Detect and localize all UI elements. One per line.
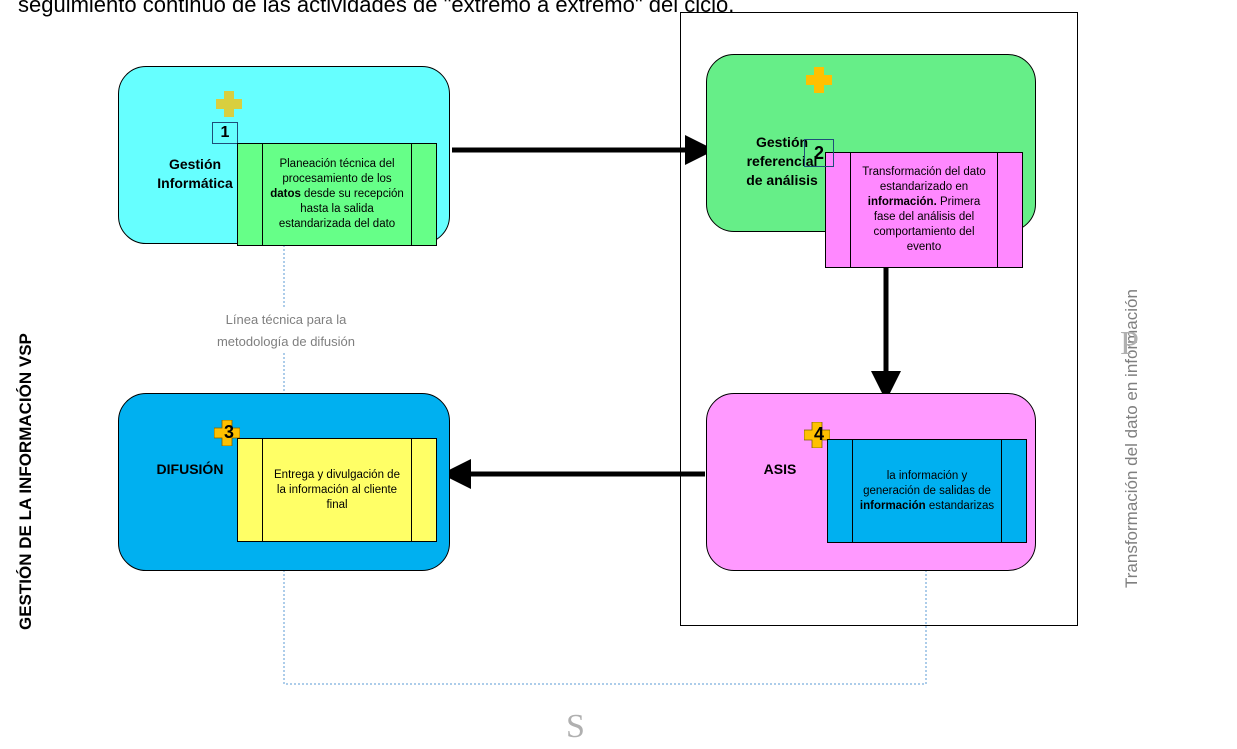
process-1: Planeación técnica del procesamiento de … [237,143,437,246]
step-number-4: 4 [813,424,824,444]
step-number-3: 3 [223,422,234,442]
box-title-asis: ASIS [763,461,797,477]
process-2: Transformación del dato estandarizado en… [825,152,1023,268]
letter-s: S [566,708,585,745]
analysis-frame [680,12,1078,626]
box-title-gestion-referencial: Gestión referencial de análisis [746,134,818,188]
process-3-text: Entrega y divulgación de la información … [274,468,400,511]
box-title-gestion-informatica: Gestión Informática [157,156,233,191]
header-text: seguimiento continuo de las actividades … [18,0,735,17]
letter-p: P [1120,325,1139,362]
plus-icon-4 [804,422,830,448]
process-4: la información y generación de salidas d… [827,439,1027,543]
plus-icon-2 [806,67,832,93]
process-4-text: la información y generación de salidas d… [859,469,995,512]
plus-icon-1 [216,91,242,117]
plus-icon-3 [214,420,240,446]
step-number-2: 2 [804,139,834,167]
process-1-text: Planeación técnica del procesamiento de … [270,158,404,230]
process-3: Entrega y divulgación de la información … [237,438,437,542]
step-number-1: 1 [212,122,238,144]
process-2-text: Transformación del dato estandarizado en… [862,166,986,253]
box-title-difusion: DIFUSIÓN [156,461,224,477]
technical-line-note: Línea técnica para la metodología de dif… [186,309,386,353]
dotted-line-lower [283,542,927,685]
